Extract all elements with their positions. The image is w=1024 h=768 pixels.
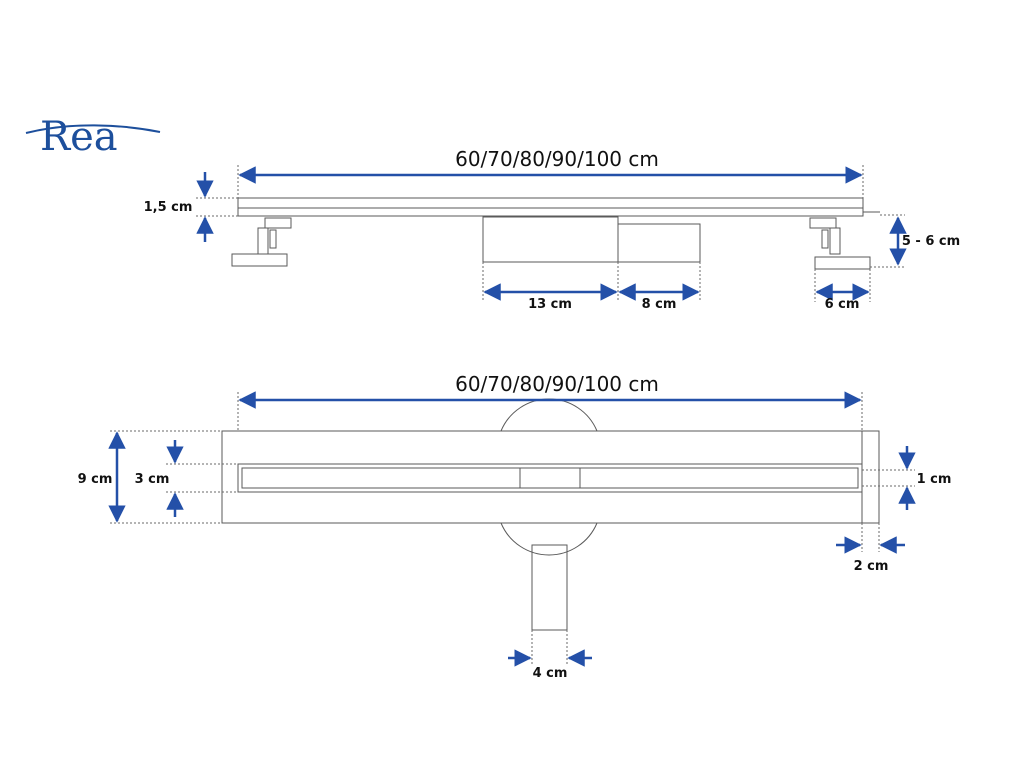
grate-inner [241,467,859,489]
foot-height-label: 5 - 6 cm [902,234,960,249]
channel-slot [237,463,863,493]
pipe-diameter-label: 4 cm [533,666,568,681]
rea-logo: Rea [25,114,161,160]
right-foot-plate [814,256,871,270]
outlet-pipe [531,544,568,631]
left-foot-screw [257,227,269,255]
total-width-label: 9 cm [78,472,113,487]
logo-swoosh [25,124,161,134]
logo-text: Rea [40,114,118,160]
right-foot-bracket [809,217,837,229]
outlet-length-label: 13 cm [528,297,572,312]
top-length-label: 60/70/80/90/100 cm [455,372,659,396]
outlet-box [482,216,619,263]
left-foot-stem [269,229,277,249]
grate-width-label: 1 cm [917,472,952,487]
foot-width-label: 6 cm [825,297,860,312]
side-channel-body [237,197,864,217]
outlet-circle-top [500,398,598,432]
right-foot-screw [829,227,841,255]
right-foot-stem [821,229,829,249]
outlet-extension-label: 8 cm [642,297,677,312]
outlet-circle-bottom [500,522,598,556]
drain-frame [221,430,880,524]
left-foot-bracket [264,217,292,229]
side-view: 60/70/80/90/100 cm 1,5 cm 5 - 6 cm 13 cm… [144,147,961,312]
outlet-extension-box [617,223,701,263]
side-length-label: 60/70/80/90/100 cm [455,147,659,171]
channel-width-label: 3 cm [135,472,170,487]
top-view: 60/70/80/90/100 cm 9 cm 3 cm 1 cm 2 cm 4… [78,372,952,681]
end-margin-label: 2 cm [854,559,889,574]
height-label: 1,5 cm [144,200,193,215]
left-foot-plate [231,253,288,267]
